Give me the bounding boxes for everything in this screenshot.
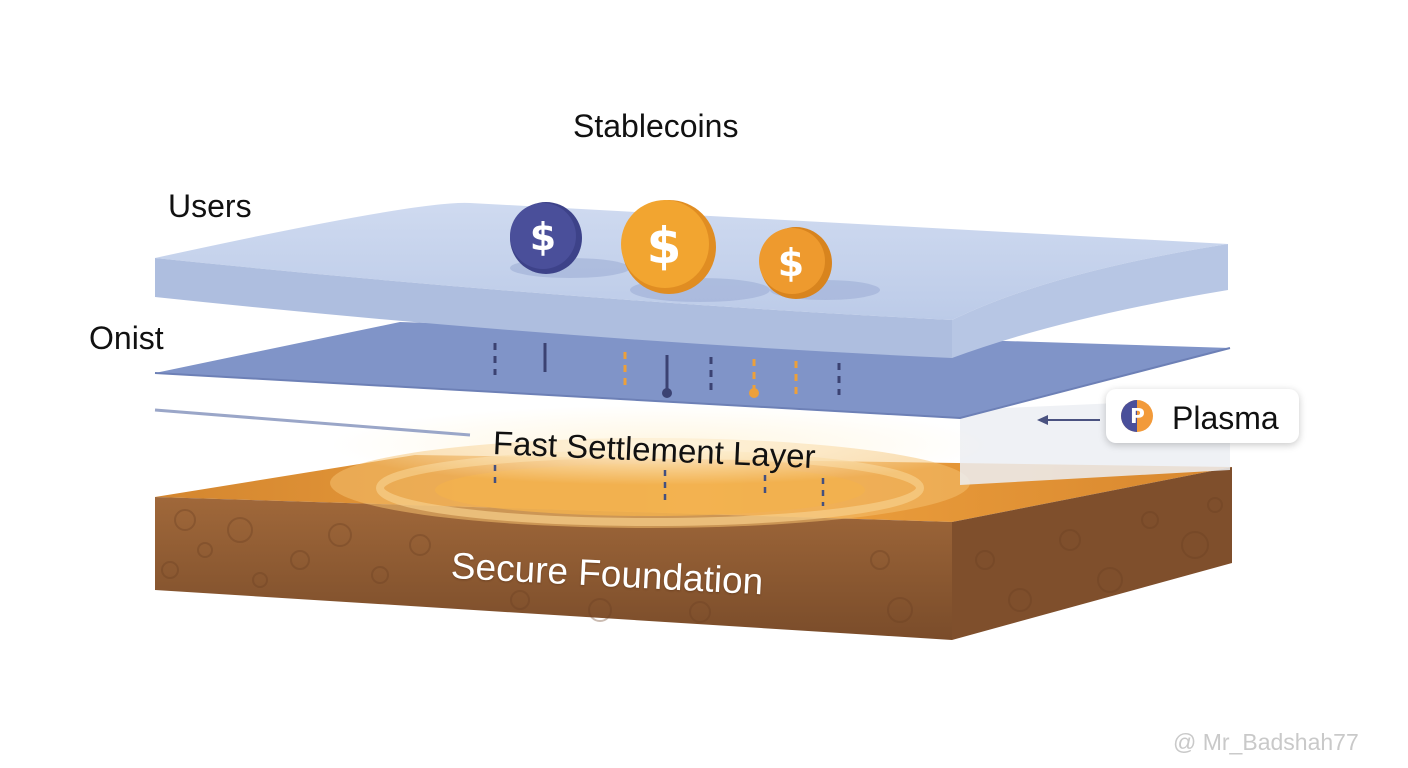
foundation-texture (161, 497, 1223, 623)
users-label: Users (168, 188, 252, 224)
middle-layer-edge (154, 347, 1231, 420)
coin-dollar-glyph: $ (647, 217, 682, 275)
foundation-side-face (952, 467, 1232, 640)
plasma-badge: P Plasma (1106, 389, 1299, 443)
coin-dollar-glyph: $ (530, 215, 556, 259)
connector-dot-navy (662, 388, 672, 398)
plasma-logo-icon: P (1121, 400, 1153, 432)
foundation-front-face (155, 497, 952, 640)
plasma-arrow-head (1037, 415, 1048, 425)
coin-navy: $ (510, 202, 630, 278)
diagram-title: Stablecoins (573, 108, 739, 144)
users-layer-front-face (155, 258, 952, 358)
settlement-edge-line (154, 408, 471, 437)
coin-dollar-glyph: $ (778, 241, 804, 285)
layer-connectors (493, 343, 841, 398)
onist-label: Onist (89, 320, 164, 356)
plasma-badge-label: Plasma (1172, 400, 1279, 436)
foundation-connectors (493, 465, 825, 506)
connector-dot-orange (749, 388, 759, 398)
author-watermark: @ Mr_Badshah77 (1173, 729, 1359, 755)
coin-orange-large: $ (621, 200, 770, 302)
users-layer-side-face (952, 244, 1228, 358)
coin-orange-small: $ (759, 227, 880, 300)
plasma-logo-letter: P (1130, 404, 1145, 428)
